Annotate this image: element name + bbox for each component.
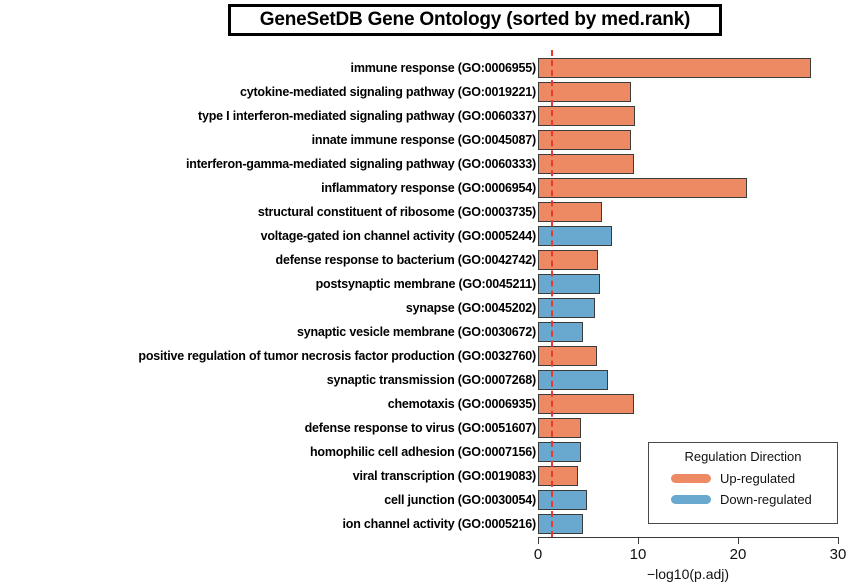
category-label: postsynaptic membrane (GO:0045211) — [315, 277, 537, 291]
bar-up[interactable] — [538, 58, 811, 78]
x-axis-label: −log10(p.adj) — [646, 566, 730, 582]
x-tick — [638, 537, 639, 544]
category-label: innate immune response (GO:0045087) — [311, 133, 537, 147]
category-label: immune response (GO:0006955) — [350, 61, 537, 75]
x-tick — [538, 537, 539, 544]
category-label: defense response to bacterium (GO:004274… — [275, 253, 537, 267]
significance-threshold-line — [551, 50, 553, 537]
bar-down[interactable] — [538, 226, 612, 246]
category-label: voltage-gated ion channel activity (GO:0… — [260, 229, 537, 243]
x-tick-label: 30 — [829, 546, 847, 563]
x-axis-line — [538, 537, 838, 538]
category-label: synapse (GO:0045202) — [405, 301, 536, 315]
category-label: structural constituent of ribosome (GO:0… — [257, 205, 536, 219]
legend-title: Regulation Direction — [684, 449, 802, 464]
bar-row: defense response to virus (GO:0051607) — [0, 416, 850, 440]
bar-up[interactable] — [538, 130, 631, 150]
x-tick — [738, 537, 739, 544]
bar-row: synaptic vesicle membrane (GO:0030672) — [0, 320, 850, 344]
bar-row: synapse (GO:0045202) — [0, 296, 850, 320]
category-label: viral transcription (GO:0019083) — [352, 469, 536, 483]
bar-row: type I interferon-mediated signaling pat… — [0, 104, 850, 128]
bar-row: interferon-gamma-mediated signaling path… — [0, 152, 850, 176]
bar-row: inflammatory response (GO:0006954) — [0, 176, 850, 200]
bar-row: voltage-gated ion channel activity (GO:0… — [0, 224, 850, 248]
bar-up[interactable] — [538, 106, 635, 126]
bar-row: defense response to bacterium (GO:004274… — [0, 248, 850, 272]
category-label: type I interferon-mediated signaling pat… — [198, 109, 536, 123]
bar-up[interactable] — [538, 346, 597, 366]
bar-row: chemotaxis (GO:0006935) — [0, 392, 850, 416]
bar-up[interactable] — [538, 82, 631, 102]
legend-label-down-regulated: Down-regulated — [720, 492, 812, 507]
chart-title-box: GeneSetDB Gene Ontology (sorted by med.r… — [228, 4, 722, 36]
bar-row: positive regulation of tumor necrosis fa… — [0, 344, 850, 368]
bar-row: viral transcription (GO:0019083) — [0, 464, 850, 488]
legend-swatch-up-regulated — [671, 474, 711, 483]
category-label: positive regulation of tumor necrosis fa… — [138, 349, 536, 363]
x-tick-label: 10 — [629, 546, 647, 563]
bar-row: postsynaptic membrane (GO:0045211) — [0, 272, 850, 296]
page-title: GeneSetDB Gene Ontology (sorted by med.r… — [259, 9, 691, 30]
x-tick-label: 20 — [729, 546, 747, 563]
bar-up[interactable] — [538, 250, 598, 270]
bar-down[interactable] — [538, 370, 608, 390]
bar-down[interactable] — [538, 514, 583, 534]
category-label: synaptic transmission (GO:0007268) — [326, 373, 536, 387]
bar-down[interactable] — [538, 274, 600, 294]
bar-row: immune response (GO:0006955) — [0, 56, 850, 80]
bar-up[interactable] — [538, 466, 578, 486]
category-label: chemotaxis (GO:0006935) — [387, 397, 536, 411]
category-label: homophilic cell adhesion (GO:0007156) — [310, 445, 536, 459]
category-label: cell junction (GO:0030054) — [384, 493, 536, 507]
legend: Regulation Direction Up-regulated Down-r… — [648, 442, 838, 524]
category-label: interferon-gamma-mediated signaling path… — [185, 157, 536, 171]
bar-row: innate immune response (GO:0045087) — [0, 128, 850, 152]
x-tick — [838, 537, 839, 544]
bar-row: homophilic cell adhesion (GO:0007156) — [0, 440, 850, 464]
bar-row: cell junction (GO:0030054) — [0, 488, 850, 512]
legend-item-down-regulated[interactable]: Down-regulated — [657, 489, 829, 510]
category-label: synaptic vesicle membrane (GO:0030672) — [296, 325, 536, 339]
bar-up[interactable] — [538, 154, 634, 174]
category-label: ion channel activity (GO:0005216) — [342, 517, 537, 531]
bar-down[interactable] — [538, 442, 581, 462]
bar-row: ion channel activity (GO:0005216) — [0, 512, 850, 536]
bar-row: structural constituent of ribosome (GO:0… — [0, 200, 850, 224]
plot-area: immune response (GO:0006955) cytokine-med… — [0, 50, 850, 540]
bar-row: synaptic transmission (GO:0007268) — [0, 368, 850, 392]
bar-down[interactable] — [538, 322, 583, 342]
legend-label-up-regulated: Up-regulated — [720, 471, 796, 486]
category-label: defense response to virus (GO:0051607) — [304, 421, 537, 435]
bar-down[interactable] — [538, 298, 595, 318]
legend-swatch-down-regulated — [671, 495, 711, 504]
bar-up[interactable] — [538, 202, 602, 222]
category-label: inflammatory response (GO:0006954) — [321, 181, 536, 195]
category-label: cytokine-mediated signaling pathway (GO:… — [239, 85, 536, 99]
x-tick-label: 0 — [533, 546, 543, 563]
bar-up[interactable] — [538, 178, 747, 198]
bar-up[interactable] — [538, 394, 634, 414]
bar-up[interactable] — [538, 418, 581, 438]
legend-item-up-regulated[interactable]: Up-regulated — [657, 468, 829, 489]
bar-down[interactable] — [538, 490, 587, 510]
bar-row: cytokine-mediated signaling pathway (GO:… — [0, 80, 850, 104]
